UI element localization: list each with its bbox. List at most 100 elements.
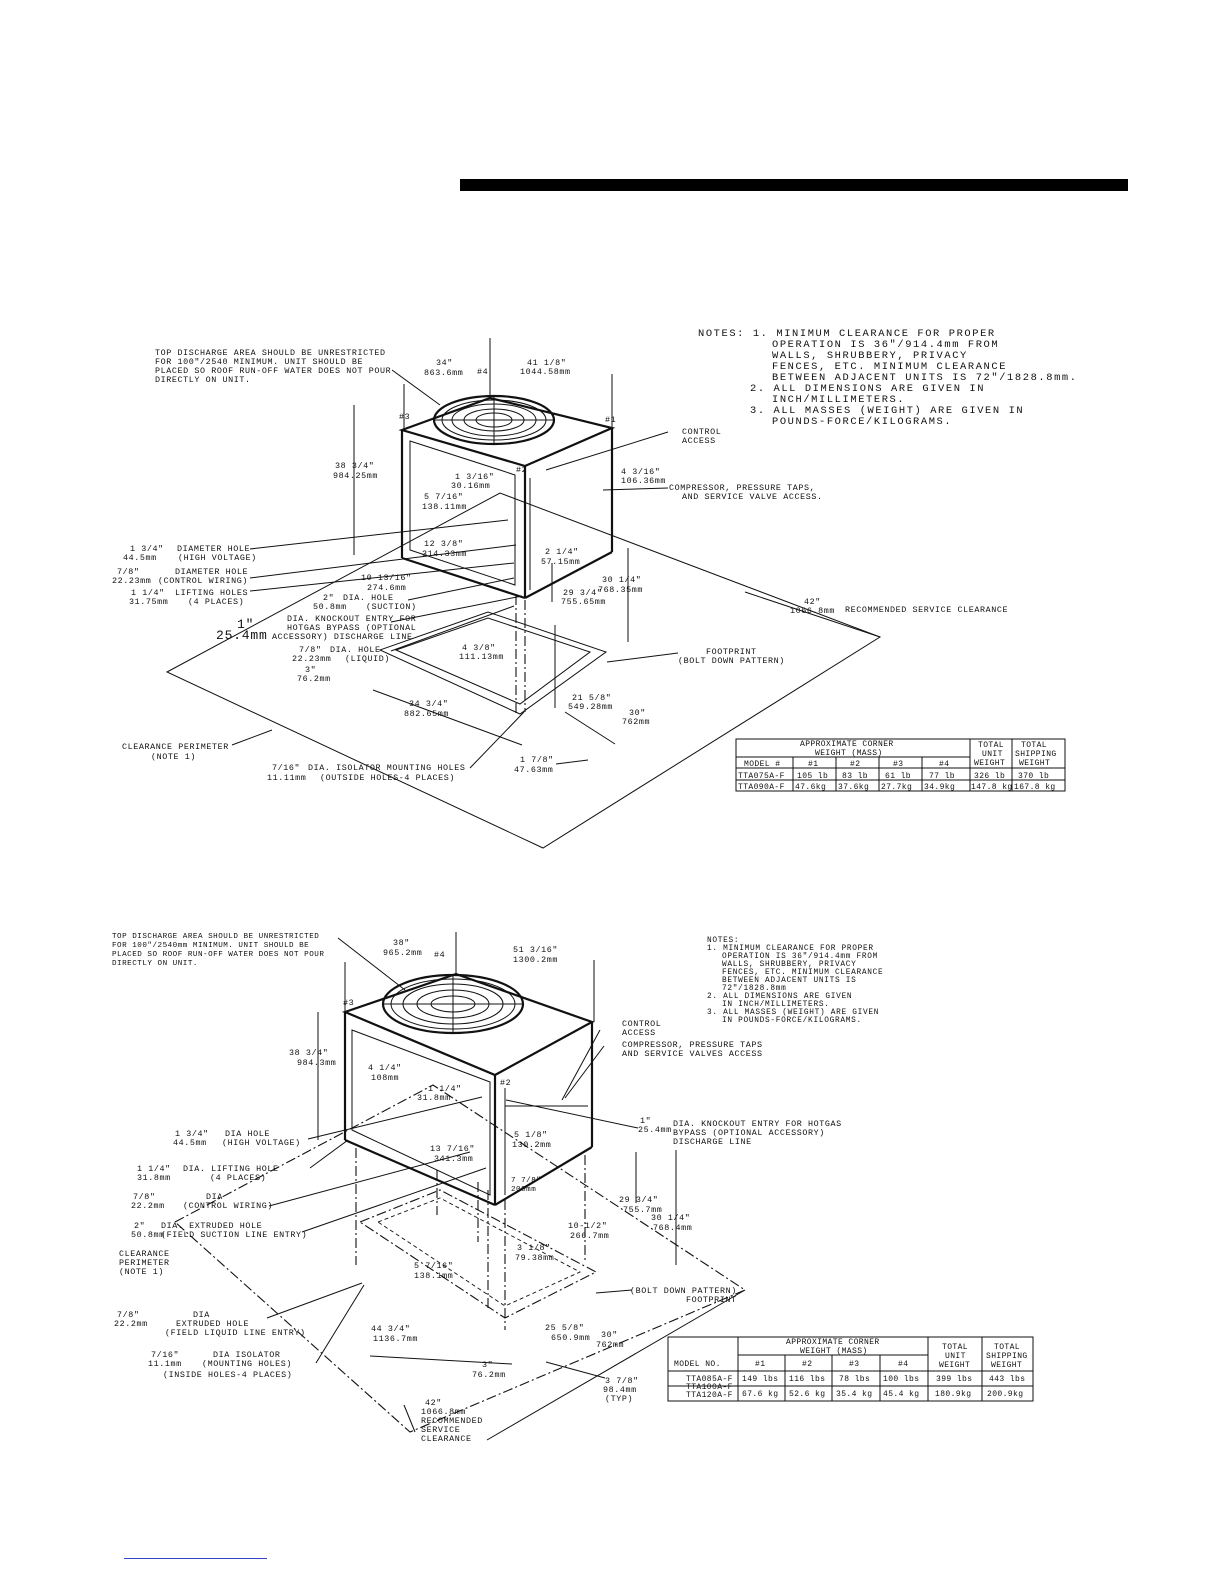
table-col-header: MODEL #: [744, 760, 780, 769]
dim-7-7-8-mm: 200mm: [511, 1186, 536, 1194]
dim-2-1-4: 2 1/4": [545, 547, 579, 557]
lifting-holes-label: LIFTING HOLES: [175, 588, 248, 598]
dim-5-1-8-mm: 130.2mm: [512, 1140, 551, 1150]
corner-marker: #2: [500, 1078, 511, 1088]
top-discharge-note-line: TOP DISCHARGE AREA SHOULD BE UNRESTRICTE…: [155, 348, 386, 358]
knockout-label: HOTGAS BYPASS (OPTIONAL: [287, 623, 416, 633]
clearance-perimeter-label: (NOTE 1): [119, 1267, 164, 1277]
unit-box-bottom: [341, 972, 595, 1207]
hv-hole-label: (HIGH VOLTAGE): [178, 553, 257, 563]
drawing-top-svg: TOP DISCHARGE AREA SHOULD BE UNRESTRICTE…: [112, 328, 1076, 849]
liquid-line-label: (FIELD LIQUID LINE ENTRY): [165, 1328, 306, 1338]
table-header: TOTAL: [978, 741, 1004, 750]
lifting-holes-label: 1 1/4": [131, 588, 165, 598]
dim-38-3-4: 38 3/4": [289, 1048, 328, 1058]
control-wiring-label: DIA: [206, 1192, 223, 1202]
footprint-label: (BOLT DOWN PATTERN): [630, 1286, 737, 1296]
corner-weight-table-top: [735, 738, 1066, 792]
note-line: 2. ALL DIMENSIONS ARE GIVEN IN: [750, 383, 985, 395]
note-line: FENCES, ETC. MINIMUM CLEARANCE: [772, 361, 1007, 373]
clearance-perimeter-label: CLEARANCE: [119, 1249, 170, 1259]
table-model: TTA085A-F: [686, 1375, 733, 1384]
dim-29-3-4: 29 3/4": [619, 1195, 658, 1205]
corner-marker: #4: [434, 950, 445, 960]
dim-10-13-16-mm: 274.6mm: [367, 583, 406, 593]
table-cell: 52.6 kg: [789, 1390, 825, 1399]
table-col-header: #1: [755, 1360, 765, 1369]
top-discharge-note-line: DIRECTLY ON UNIT.: [155, 375, 251, 385]
compressor-access-label: COMPRESSOR, PRESSURE TAPS: [622, 1040, 763, 1050]
table-cell: 45.4 kg: [883, 1390, 919, 1399]
note-line: NOTES:: [707, 937, 739, 945]
footprint-pattern-bottom: [358, 1189, 598, 1319]
table-header: TOTAL: [1021, 741, 1047, 750]
dim-30-mm: 762mm: [596, 1340, 624, 1350]
hv-hole-label: 1 3/4": [130, 544, 164, 554]
dim-3-7-8-mm: 98.4mm: [603, 1385, 637, 1395]
dim-21-5-8: 21 5/8": [572, 693, 611, 703]
dim-41: 41 1/8": [527, 358, 566, 368]
table-cell: 147.8 kg: [971, 783, 1013, 792]
isolator-holes-label: 7/16": [272, 763, 300, 773]
dim-4-1-4: 4 1/4": [368, 1063, 402, 1073]
dim-1in-mm: 25.4mm: [638, 1125, 672, 1135]
table-cell: 34.9kg: [924, 783, 955, 792]
dim-1-1-4: 1 1/4": [428, 1084, 462, 1094]
table-col-header: #3: [893, 760, 903, 769]
table-cell: 443 lbs: [989, 1375, 1025, 1384]
table-cell: 399 lbs: [936, 1375, 972, 1384]
dim-25-5-8: 25 5/8": [545, 1323, 584, 1333]
table-cell: 78 lbs: [839, 1375, 870, 1384]
table-cell: 167.8 kg: [1014, 783, 1056, 792]
table-header: WEIGHT: [974, 759, 1005, 768]
lifting-hole-label: 1 1/4": [137, 1164, 171, 1174]
table-cell: 100 lbs: [883, 1375, 919, 1384]
table-col-header: MODEL NO.: [674, 1360, 721, 1369]
top-discharge-note-line: PLACED SO ROOF RUN-OFF WATER DOES NOT PO…: [112, 951, 324, 959]
dim-42-mm: 1066.8mm: [421, 1407, 466, 1417]
dim-30-1-4-mm: 768.35mm: [598, 585, 643, 595]
table-col-header: #3: [849, 1360, 859, 1369]
knockout-label: DIA. KNOCKOUT ENTRY FOR: [287, 614, 416, 624]
table-col-header: #4: [898, 1360, 908, 1369]
suction-hole-label: 2": [323, 593, 334, 603]
control-hole-label: (CONTROL WIRING): [158, 576, 248, 586]
table-cell: 200.9kg: [987, 1390, 1023, 1399]
footprint-pattern-top: [378, 611, 608, 715]
hv-hole-label: 1 3/4": [175, 1129, 209, 1139]
top-discharge-note-line: DIRECTLY ON UNIT.: [112, 960, 198, 968]
dim-38: 38": [393, 938, 410, 948]
liquid-hole-label: DIA. HOLE: [330, 645, 381, 655]
table-model: TTA100A-F: [686, 1383, 733, 1392]
dim-21-5-8-mm: 549.28mm: [568, 702, 613, 712]
knockout-label: BYPASS (OPTIONAL ACCESSORY): [673, 1128, 825, 1138]
table-col-header: #2: [850, 760, 860, 769]
dim-42: 42": [425, 1398, 442, 1408]
service-clearance-label: RECOMMENDED: [421, 1416, 483, 1426]
clearance-perimeter-label: (NOTE 1): [151, 752, 196, 762]
table-cell: 61 lb: [885, 772, 911, 781]
dim-7-7-8: 7 7/8": [511, 1177, 541, 1185]
control-hole-label: 22.23mm: [112, 576, 151, 586]
dim-1-1-4-mm: 31.8mm: [417, 1093, 451, 1103]
table-cell: 67.6 kg: [742, 1390, 778, 1399]
dim-12-3-8: 12 3/8": [424, 539, 463, 549]
dim-41-mm: 1044.58mm: [520, 367, 571, 377]
note-line: NOTES: 1. MINIMUM CLEARANCE FOR PROPER: [698, 328, 996, 340]
hv-hole-label: 44.5mm: [173, 1138, 207, 1148]
table-header: SHIPPING: [986, 1352, 1028, 1361]
service-clearance-label: SERVICE: [421, 1425, 460, 1435]
isolator-label: (MOUNTING HOLES): [202, 1359, 292, 1369]
dim-42: 42": [804, 597, 821, 607]
table-cell: 105 lb: [797, 772, 828, 781]
footprint-label: FOOTPRINT: [686, 1295, 737, 1305]
dim-42-mm: 1066.8mm: [790, 606, 835, 616]
hv-hole-label: DIAMETER HOLE: [177, 544, 250, 554]
control-access-label: CONTROL: [682, 427, 721, 437]
liquid-line-label: 7/8": [117, 1310, 140, 1320]
dim-34-mm: 863.6mm: [424, 368, 463, 378]
liquid-line-label: DIA: [193, 1310, 210, 1320]
top-discharge-note-line: TOP DISCHARGE AREA SHOULD BE UNRESTRICTE…: [112, 933, 319, 941]
dim-30-mm: 762mm: [622, 717, 650, 727]
lifting-hole-label: 31.8mm: [137, 1173, 171, 1183]
